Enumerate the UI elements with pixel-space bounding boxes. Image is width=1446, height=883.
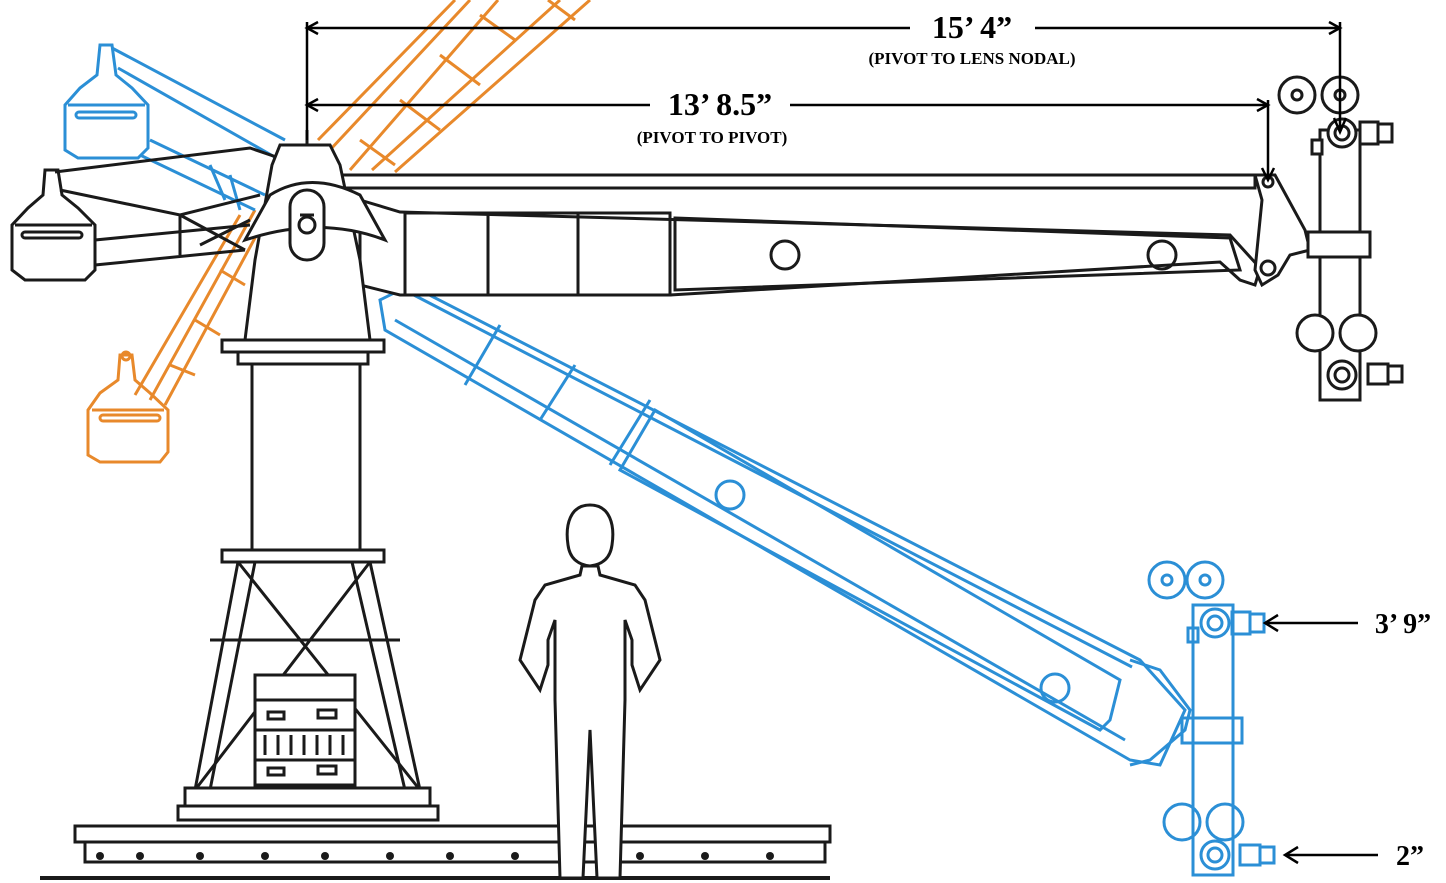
lowered-arm-blue: [63, 43, 1276, 877]
dim-pivot-to-lens-note: (PIVOT TO LENS NODAL): [868, 49, 1075, 68]
dim-lens-height-high: 3’ 9”: [1375, 609, 1431, 640]
dim-pivot-to-lens-value: 15’ 4”: [932, 9, 1012, 45]
raised-arm-orange: [86, 0, 591, 464]
dim-pivot-to-pivot-value: 13’ 8.5”: [668, 86, 772, 122]
dim-lens-height-low: 2”: [1396, 841, 1424, 872]
dim-pivot-to-pivot-note: (PIVOT TO PIVOT): [637, 128, 787, 147]
dimension-lines: [304, 20, 1378, 865]
human-scale-figure: [518, 503, 662, 880]
crane-main-black: [10, 75, 1404, 880]
